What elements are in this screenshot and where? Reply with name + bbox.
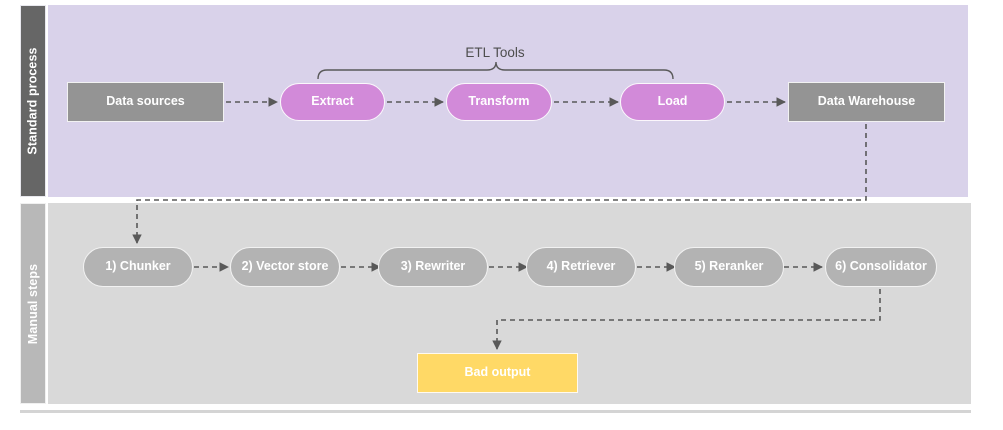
node-reranker[interactable]: 5) Reranker	[674, 247, 784, 287]
node-data-sources[interactable]: Data sources	[67, 82, 224, 122]
node-data-warehouse[interactable]: Data Warehouse	[788, 82, 945, 122]
node-extract[interactable]: Extract	[280, 83, 385, 121]
node-rewriter[interactable]: 3) Rewriter	[378, 247, 488, 287]
bottom-divider-rule	[20, 410, 971, 413]
node-retriever[interactable]: 4) Retriever	[526, 247, 636, 287]
node-consolidator[interactable]: 6) Consolidator	[825, 247, 937, 287]
lane-label-standard-process: Standard process	[26, 47, 41, 155]
lane-header-standard-process: Standard process	[20, 5, 46, 197]
etl-tools-label: ETL Tools	[465, 45, 525, 60]
node-load[interactable]: Load	[620, 83, 725, 121]
node-vector-store[interactable]: 2) Vector store	[230, 247, 340, 287]
lane-label-manual-steps: Manual steps	[26, 263, 41, 344]
node-bad-output[interactable]: Bad output	[417, 353, 578, 393]
lane-header-manual-steps: Manual steps	[20, 203, 46, 404]
node-chunker[interactable]: 1) Chunker	[83, 247, 193, 287]
node-transform[interactable]: Transform	[446, 83, 552, 121]
